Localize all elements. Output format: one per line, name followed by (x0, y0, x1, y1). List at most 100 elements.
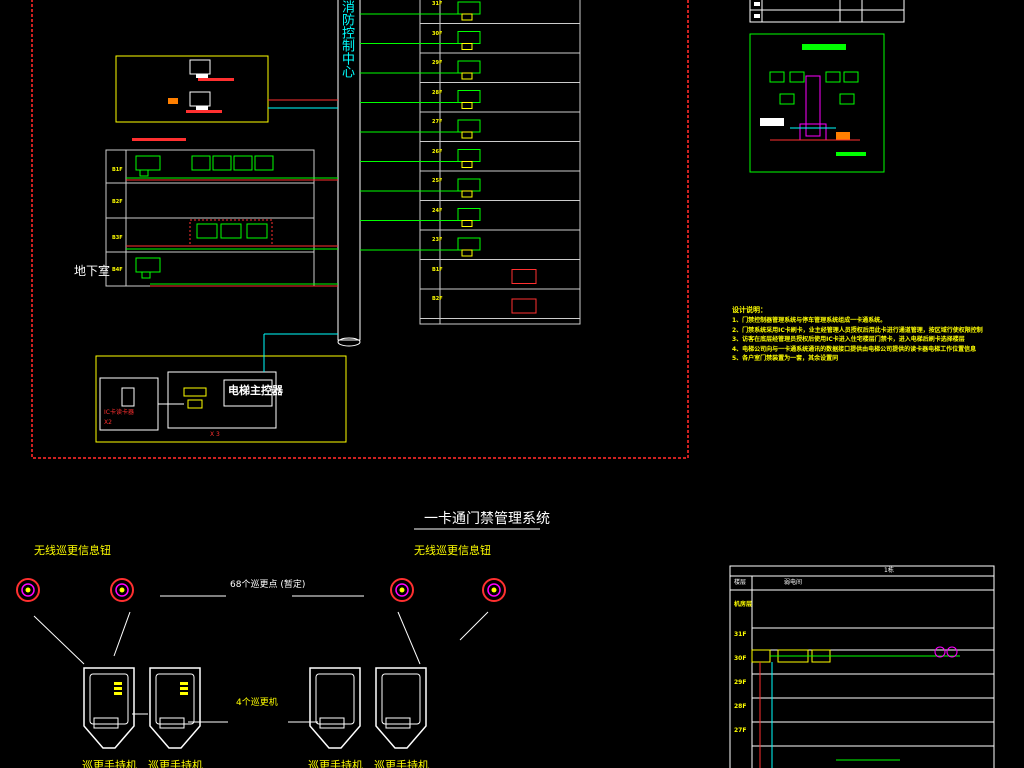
floor-label: 25F (432, 178, 443, 184)
patrol-machine-screen (319, 717, 345, 729)
door-controller (457, 178, 481, 192)
door-controller (457, 237, 481, 251)
patrol-machines (83, 667, 427, 749)
patrol-machine-key (180, 687, 188, 690)
patrol-info-button-inner (21, 583, 35, 597)
design-note-item: 2、门禁系统采用IC卡刷卡，业主经管理人员授权后用此卡进行通道管理，按区域行使权… (732, 326, 983, 334)
card-reader (461, 43, 473, 50)
card-reader (461, 13, 473, 21)
door-controller (457, 1, 481, 15)
floor-panel (360, 0, 581, 325)
patrol-info-button-inner (115, 583, 129, 597)
card-reader (461, 72, 473, 80)
riser-table-row-label: 27F (734, 727, 747, 734)
floor-label: 26F (432, 148, 443, 155)
floor-label: 29F (432, 60, 443, 66)
patrol-machine-count-label: 4个巡更机 (236, 698, 278, 708)
design-note-item: 5、各户室门禁装置为一套，其余设置同 (732, 355, 839, 362)
card-reader (461, 131, 473, 139)
handheld-label: 巡更手持机 (308, 759, 363, 768)
patrol-info-button (110, 578, 134, 602)
system-title: 一卡通门禁管理系统 (424, 511, 550, 527)
workstation-box (115, 55, 338, 141)
floor-label: 24F (432, 207, 443, 214)
patrol-machine-body (309, 667, 361, 749)
patrol-machine-key (114, 692, 122, 695)
riser-label: 消防控制中心 (339, 0, 354, 78)
patrol-machine-face (381, 673, 421, 725)
handheld-label: 巡更手持机 (374, 759, 429, 768)
patrol-info-button-core (25, 587, 31, 593)
patrol-info-button-core (119, 587, 125, 593)
patrol-info-button (482, 578, 506, 602)
door-controller (457, 149, 481, 162)
patrol-machine-key (114, 682, 122, 685)
riser-table-col2: 弱电间 (784, 579, 803, 586)
door-controller (457, 60, 481, 74)
floor-label: 28F (432, 89, 443, 96)
riser-tube (337, 0, 361, 347)
patrol-connectors (33, 595, 489, 723)
design-note-item: 4、电梯公司向与一卡通系统通讯的数据接口提供由电梯公司提供的读卡器电梯工作位置信… (732, 345, 977, 353)
basement-floor-label: B1F (112, 167, 123, 173)
floor-label: B1F (432, 266, 443, 273)
patrol-machine-body (83, 667, 135, 749)
elevator-small-label-3: X 3 (210, 431, 220, 438)
design-notes-title: 设计说明： (732, 306, 767, 314)
patrol-machine-body (149, 667, 201, 749)
riser-table-row-label: 30F (734, 655, 747, 662)
patrol-machine-screen (93, 717, 119, 729)
floor-label: B2F (432, 296, 443, 302)
riser-table-row-label: 31F (734, 631, 747, 638)
floor-label: 27F (432, 119, 443, 125)
patrol-info-button-core (399, 587, 405, 593)
patrol-info-buttons (16, 578, 506, 602)
card-reader (461, 102, 473, 109)
card-reader (461, 220, 473, 227)
basement-floor-label: B3F (112, 235, 123, 241)
basement-label: 地下室 (74, 264, 111, 278)
basement-zone (105, 149, 338, 287)
riser-table-row-label: 机房层 (734, 601, 753, 608)
riser-table-header: 1栋 (884, 567, 894, 574)
floor-label: 30F (432, 30, 443, 37)
floor-panel-box (511, 298, 537, 314)
floor-label: 31F (432, 1, 443, 7)
patrol-point-count-label: 68个巡更点 (暂定) (230, 580, 306, 590)
elevator-controller-label: 电梯主控器 (228, 384, 283, 397)
patrol-info-button (390, 578, 414, 602)
patrol-machine-face (155, 673, 195, 725)
patrol-info-button-inner (487, 583, 501, 597)
patrol-machine-key (114, 687, 122, 690)
riser-table-row-label: 29F (734, 679, 747, 686)
thumbnail-diagram (749, 33, 885, 173)
patrol-info-button (16, 578, 40, 602)
patrol-machine-key (180, 682, 188, 685)
elevator-small-label-1: IC卡读卡器 (104, 409, 134, 416)
card-reader (461, 190, 473, 198)
elevator-small-label-2: X2 (104, 419, 112, 426)
floor-label: 23F (432, 237, 443, 243)
door-controller (457, 90, 481, 103)
patrol-machine-face (315, 673, 355, 725)
patrol-machine-face (89, 673, 129, 725)
design-note-item: 3、访客在底层经管理员授权后使用IC卡进入住宅楼层门禁卡，进入电梯后刷卡选择楼层 (732, 336, 965, 343)
riser-table (729, 565, 995, 768)
elevator-control-box (95, 333, 347, 443)
door-controller (457, 208, 481, 221)
handheld-label: 巡更手持机 (148, 759, 203, 768)
patrol-info-button-core (491, 587, 497, 593)
legend-table (749, 0, 905, 23)
basement-floor-label: B4F (112, 267, 123, 273)
info-button-label-left: 无线巡更信息钮 (34, 544, 111, 557)
card-reader (461, 161, 473, 168)
door-controller (457, 31, 481, 44)
floor-panel-box (511, 269, 537, 284)
design-note-item: 1、门禁控制器管理系统与停车管理系统组成一卡通系统。 (732, 317, 887, 324)
riser-table-row-label: 28F (734, 703, 747, 710)
info-button-label-right: 无线巡更信息钮 (414, 544, 491, 557)
patrol-machine-key (180, 692, 188, 695)
handheld-label: 巡更手持机 (82, 759, 137, 768)
